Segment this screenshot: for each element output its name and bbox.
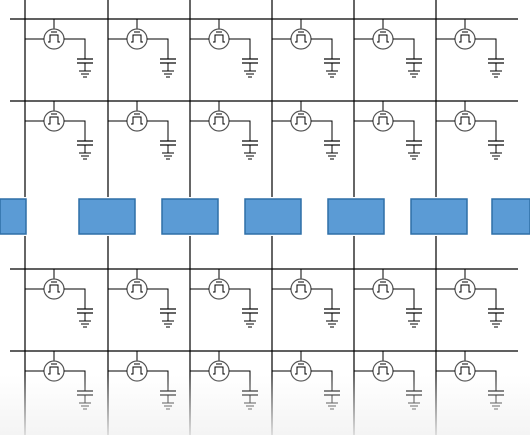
drain-wire [311,120,333,141]
memory-cell-bottom-r2-c6 [436,351,504,410]
channel-symbol [213,366,225,375]
drain-wire [475,288,497,309]
drain-wire [311,288,333,309]
channel-symbol [377,366,389,375]
drain-wire [147,120,169,141]
drain-wire [64,38,86,59]
channel-symbol [377,116,389,125]
drain-wire [64,288,86,309]
channel-symbol [459,284,471,293]
drain-wire [393,38,415,59]
memory-cell-top-r2-c1 [25,101,93,160]
memory-cell-bottom-r2-c1 [25,351,93,410]
memory-cell-bottom-r1-c4 [272,269,340,328]
channel-symbol [48,116,60,125]
sense-amplifier-block-7 [491,198,530,235]
drain-wire [229,370,251,391]
memory-cell-bottom-r2-c2 [108,351,176,410]
memory-cell-bottom-r1-c1 [25,269,93,328]
memory-cell-top-r1-c6 [436,19,504,78]
drain-wire [311,38,333,59]
memory-cell-bottom-r2-c5 [354,351,422,410]
channel-symbol [295,116,307,125]
memory-cell-bottom-r1-c3 [190,269,258,328]
drain-wire [393,288,415,309]
drain-wire [64,120,86,141]
channel-symbol [377,284,389,293]
channel-symbol [459,34,471,43]
memory-cell-top-r1-c3 [190,19,258,78]
channel-symbol [48,284,60,293]
channel-symbol [48,366,60,375]
channel-symbol [295,284,307,293]
drain-wire [475,370,497,391]
drain-wire [229,38,251,59]
channel-symbol [131,284,143,293]
memory-cell-top-r2-c5 [354,101,422,160]
sense-amplifier-block-6 [410,198,468,235]
drain-wire [229,120,251,141]
sense-amplifier-block-2 [78,198,136,235]
drain-wire [147,38,169,59]
drain-wire [147,288,169,309]
memory-cell-bottom-r2-c4 [272,351,340,410]
memory-cell-top-r1-c5 [354,19,422,78]
channel-symbol [48,34,60,43]
memory-cell-top-r2-c3 [190,101,258,160]
channel-symbol [213,116,225,125]
memory-cell-top-r1-c4 [272,19,340,78]
memory-cell-bottom-r1-c6 [436,269,504,328]
drain-wire [475,120,497,141]
drain-wire [64,370,86,391]
memory-cell-top-r2-c4 [272,101,340,160]
channel-symbol [377,34,389,43]
drain-wire [229,288,251,309]
channel-symbol [131,366,143,375]
channel-symbol [131,34,143,43]
sense-amplifier-block-5 [327,198,385,235]
drain-wire [475,38,497,59]
drain-wire [393,370,415,391]
memory-cell-bottom-r1-c2 [108,269,176,328]
channel-symbol [131,116,143,125]
memory-cell-top-r1-c2 [108,19,176,78]
channel-symbol [459,366,471,375]
memory-cell-top-r1-c1 [25,19,93,78]
channel-symbol [213,284,225,293]
sense-amplifier-block-1 [0,198,27,235]
memory-cell-bottom-r1-c5 [354,269,422,328]
memory-cell-top-r2-c2 [108,101,176,160]
drain-wire [311,370,333,391]
memory-cell-bottom-r2-c3 [190,351,258,410]
memory-cell-top-r2-c6 [436,101,504,160]
channel-symbol [295,366,307,375]
channel-symbol [213,34,225,43]
sense-amplifier-block-3 [161,198,219,235]
drain-wire [147,370,169,391]
channel-symbol [459,116,471,125]
channel-symbol [295,34,307,43]
drain-wire [393,120,415,141]
sense-amplifier-block-4 [244,198,302,235]
